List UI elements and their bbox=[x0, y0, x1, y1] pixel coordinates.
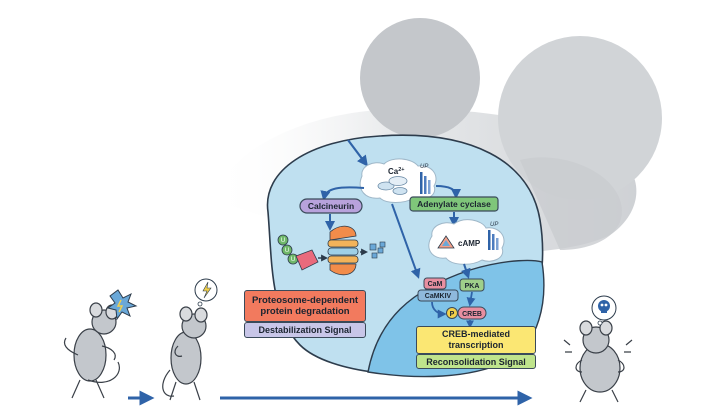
destabilization-signal-label: Destabilization Signal bbox=[258, 325, 352, 335]
arrow-camp-to-pka bbox=[461, 263, 471, 279]
up-bars-icon bbox=[420, 172, 431, 194]
mouse-ear-back bbox=[360, 18, 480, 138]
pka-label: PKA bbox=[465, 283, 480, 290]
adenylate-cyclase-label: Adenylate cyclase bbox=[417, 199, 491, 209]
proteasome-degradation-label: Proteosome-dependent protein degradation bbox=[251, 295, 359, 317]
creb-label: CREB bbox=[462, 311, 482, 318]
thought-bubble-skull-icon bbox=[591, 295, 617, 326]
target-protein-icon bbox=[295, 249, 319, 271]
shock-burst-icon bbox=[106, 289, 138, 321]
stimulus-arrow bbox=[347, 139, 368, 167]
thought-bubble-lightning-icon bbox=[194, 278, 218, 307]
adenylate-cyclase-pill bbox=[409, 196, 499, 212]
cam-label: CaM bbox=[428, 281, 443, 288]
creb-transcription-box: CREB-mediated transcription bbox=[416, 326, 536, 354]
reconsolidation-signal-label: Reconsolidation Signal bbox=[426, 356, 526, 367]
calcineurin-pill bbox=[299, 198, 363, 214]
arrow-to-calcineurin bbox=[320, 186, 365, 201]
svg-text:U: U bbox=[291, 257, 295, 263]
proteasome-degradation-box: Proteosome-dependent protein degradation bbox=[244, 290, 366, 322]
vesicle-icon bbox=[377, 176, 408, 195]
arrow-camkiv-to-creb bbox=[431, 301, 447, 319]
arrow-to-adenylate bbox=[435, 185, 461, 199]
creb-box bbox=[457, 306, 487, 320]
destabilization-signal-box: Destabilization Signal bbox=[244, 322, 366, 338]
atp-triangle-icon bbox=[437, 235, 455, 249]
camkiv-label: CaMKIV bbox=[425, 293, 452, 300]
up-label-2: UP bbox=[490, 222, 498, 228]
protein-fragments-icon bbox=[369, 241, 386, 259]
reconsolidation-signal-box: Reconsolidation Signal bbox=[416, 354, 536, 369]
camkiv-box bbox=[417, 289, 459, 302]
arrow-to-cam bbox=[391, 203, 421, 279]
fearful-mouse-illustration bbox=[563, 320, 633, 403]
creb-transcription-label: CREB-mediated transcription bbox=[441, 329, 510, 350]
calcineurin-label: Calcineurin bbox=[308, 201, 354, 211]
recalling-mouse-illustration bbox=[162, 306, 208, 401]
arrow-pka-to-creb bbox=[466, 291, 476, 307]
camp-label: cAMP bbox=[458, 239, 481, 248]
proteasome-icon bbox=[327, 225, 359, 276]
calcium-label: Ca2+ bbox=[388, 167, 405, 176]
startled-mouse-illustration bbox=[63, 302, 120, 399]
svg-text:U: U bbox=[285, 248, 289, 254]
phospho-label: P bbox=[450, 311, 455, 318]
up-bars-icon-2 bbox=[488, 230, 499, 250]
up-label-1: UP bbox=[420, 164, 428, 170]
camp-cloud bbox=[428, 219, 505, 265]
svg-text:U: U bbox=[281, 238, 285, 244]
pka-box bbox=[459, 278, 485, 292]
cam-box bbox=[423, 277, 447, 290]
